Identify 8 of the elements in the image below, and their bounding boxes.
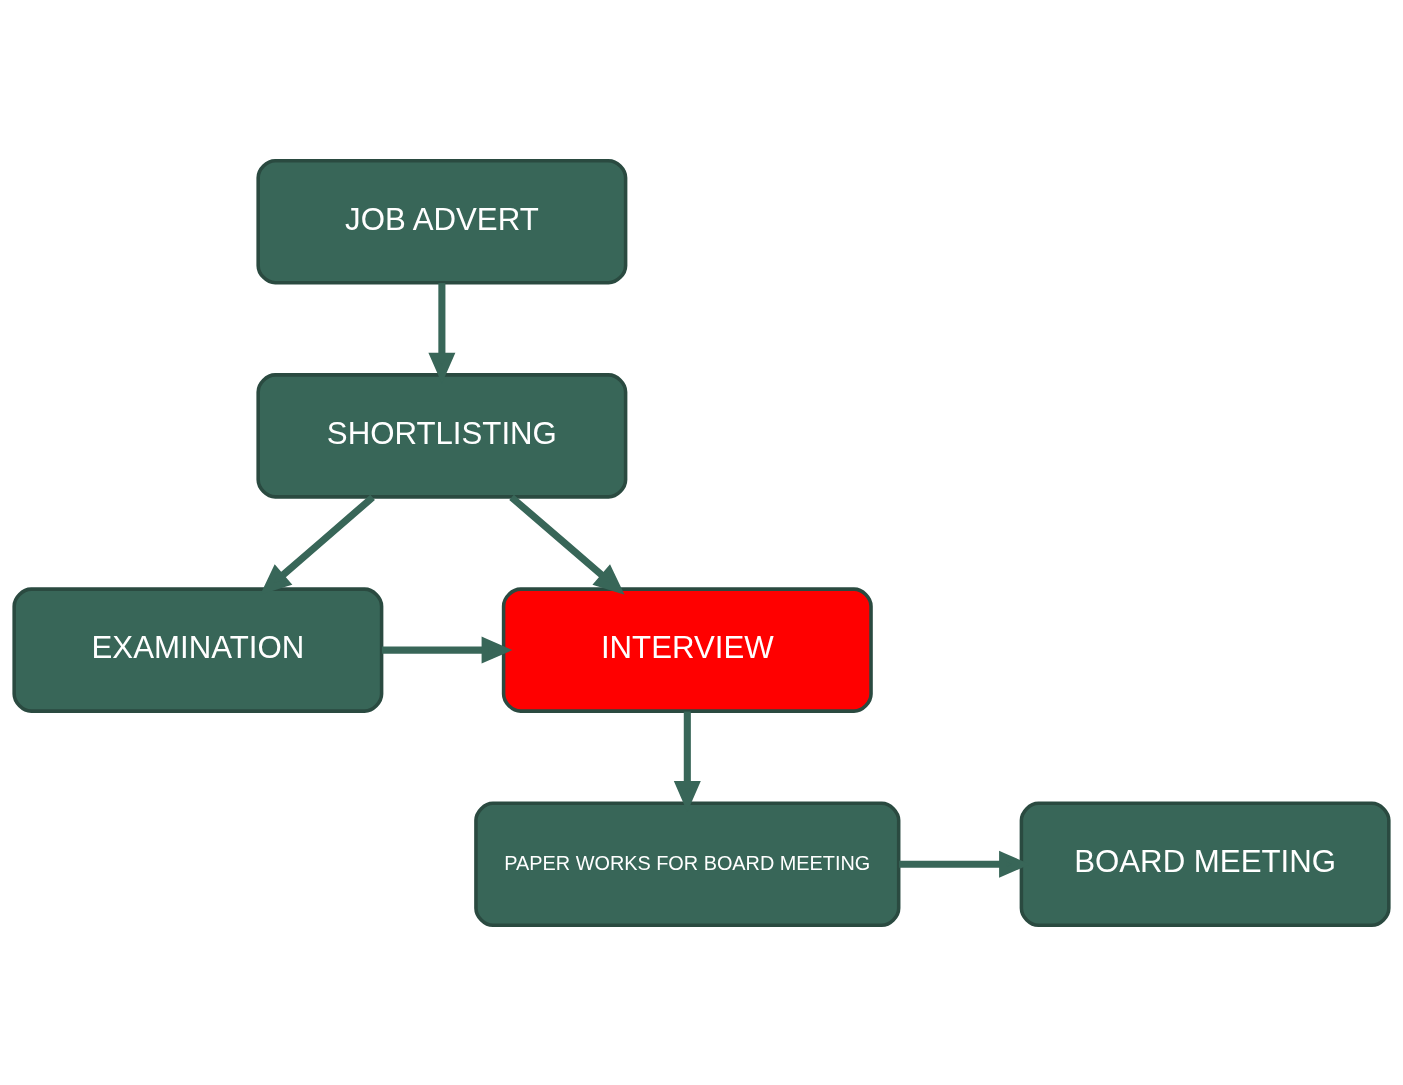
arrow [509,494,625,595]
node-box: EXAMINATION [12,586,384,713]
node-box: BOARD MEETING [1019,801,1391,927]
node-box: JOB ADVERT [256,158,628,284]
node-box: PAPER WORKS FOR BOARD MEETING [474,801,901,927]
node-box: SHORTLISTING [256,372,628,499]
node-box: INTERVIEW [501,586,873,713]
arrow [381,636,513,664]
